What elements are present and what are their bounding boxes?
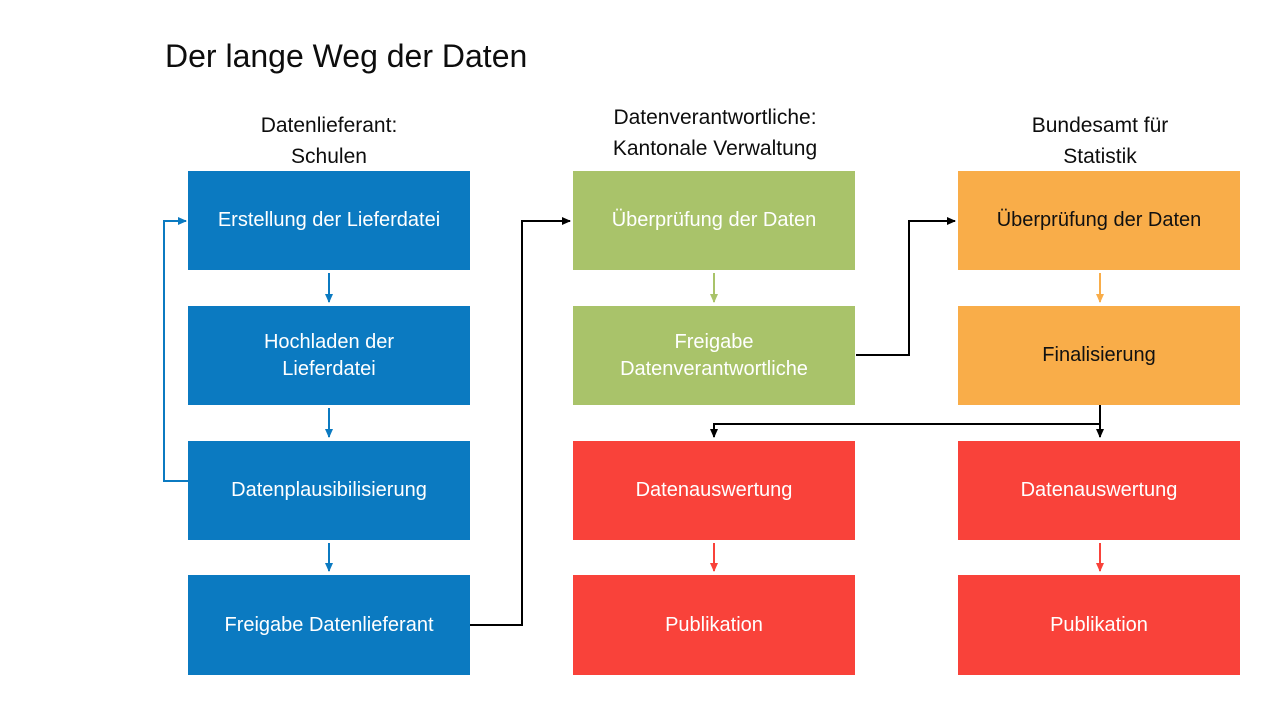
column-header-datenlieferant: Datenlieferant: Schulen <box>260 114 398 168</box>
flow-box-datenplausibilisierung: Datenplausibilisierung <box>188 441 470 540</box>
flow-box-freigabe-datenverantwortliche: Freigabe Datenverantwortliche <box>573 306 855 405</box>
flow-box-publikation-kanton: Publikation <box>573 575 855 675</box>
page-title: Der lange Weg der Daten <box>165 38 528 74</box>
column-header-datenverantwortliche: Datenverantwortliche: Kantonale Verwaltu… <box>612 106 818 160</box>
flow-box-ueberpruefung-der-daten-bund: Überprüfung der Daten <box>958 171 1240 270</box>
flow-box-freigabe-datenlieferant: Freigabe Datenlieferant <box>188 575 470 675</box>
flow-box-publikation-bund: Publikation <box>958 575 1240 675</box>
arrow-finalisierung-to-datenauswertung-kanton <box>710 405 1101 438</box>
arrow-freigabe-datenlieferant-to-ueberpruefung-kanton <box>470 217 571 626</box>
flow-box-ueberpruefung-der-daten-kanton: Überprüfung der Daten <box>573 171 855 270</box>
flow-box-datenauswertung-bund: Datenauswertung <box>958 441 1240 540</box>
flow-box-erstellung-der-lieferdatei: Erstellung der Lieferdatei <box>188 171 470 270</box>
flow-box-finalisierung: Finalisierung <box>958 306 1240 405</box>
flow-box-datenauswertung-kanton: Datenauswertung <box>573 441 855 540</box>
column-header-bundesamt: Bundesamt für Statistik <box>1031 114 1169 168</box>
arrow-freigabe-verantwortliche-to-ueberpruefung-bund <box>856 217 956 356</box>
arrow-feedback-plausibilisierung-to-erstellung <box>163 217 188 482</box>
flow-box-hochladen-der-lieferdatei: Hochladen der Lieferdatei <box>188 306 470 405</box>
